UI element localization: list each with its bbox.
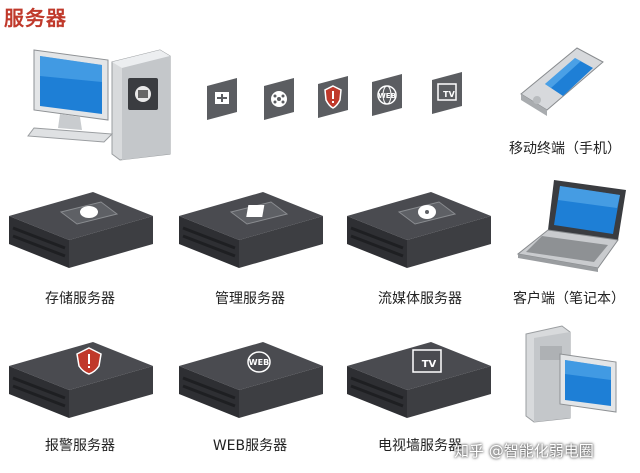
label-streaming: 流媒体服务器 [378,291,462,307]
svg-text:WEB: WEB [378,92,396,100]
desktop-computer-icon-2 [525,325,617,423]
web-server-icon: WEB [179,342,323,418]
web-globe-icon: WEB [372,74,402,116]
page-title: 服务器 [4,6,67,30]
svg-text:TV: TV [443,90,455,99]
svg-text:WEB: WEB [249,358,269,367]
alarm-server-icon [9,342,153,418]
desktop-computer-icon [27,49,171,161]
laptop-icon [516,180,626,272]
label-tvwall: 电视墙服务器 [378,438,462,454]
label-client: 客户端（笔记本） [513,291,625,307]
tv-icon: TV [432,72,462,114]
label-web: WEB服务器 [212,438,288,454]
media-reel-icon [264,78,294,120]
streaming-server-icon [347,192,491,268]
mobile-phone-icon [520,47,604,116]
management-server-icon [179,192,323,268]
storage-server-icon [9,192,153,268]
label-alarm: 报警服务器 [45,438,115,454]
alarm-shield-icon [318,76,348,118]
storage-icon [207,78,237,120]
label-mobile: 移动终端（手机） [509,141,621,157]
label-storage: 存储服务器 [45,291,115,307]
svg-text:TV: TV [422,359,437,370]
label-management: 管理服务器 [215,291,285,307]
watermark: 知乎 @智能化弱电圈 [454,442,594,460]
tvwall-server-icon: TV [347,342,491,418]
